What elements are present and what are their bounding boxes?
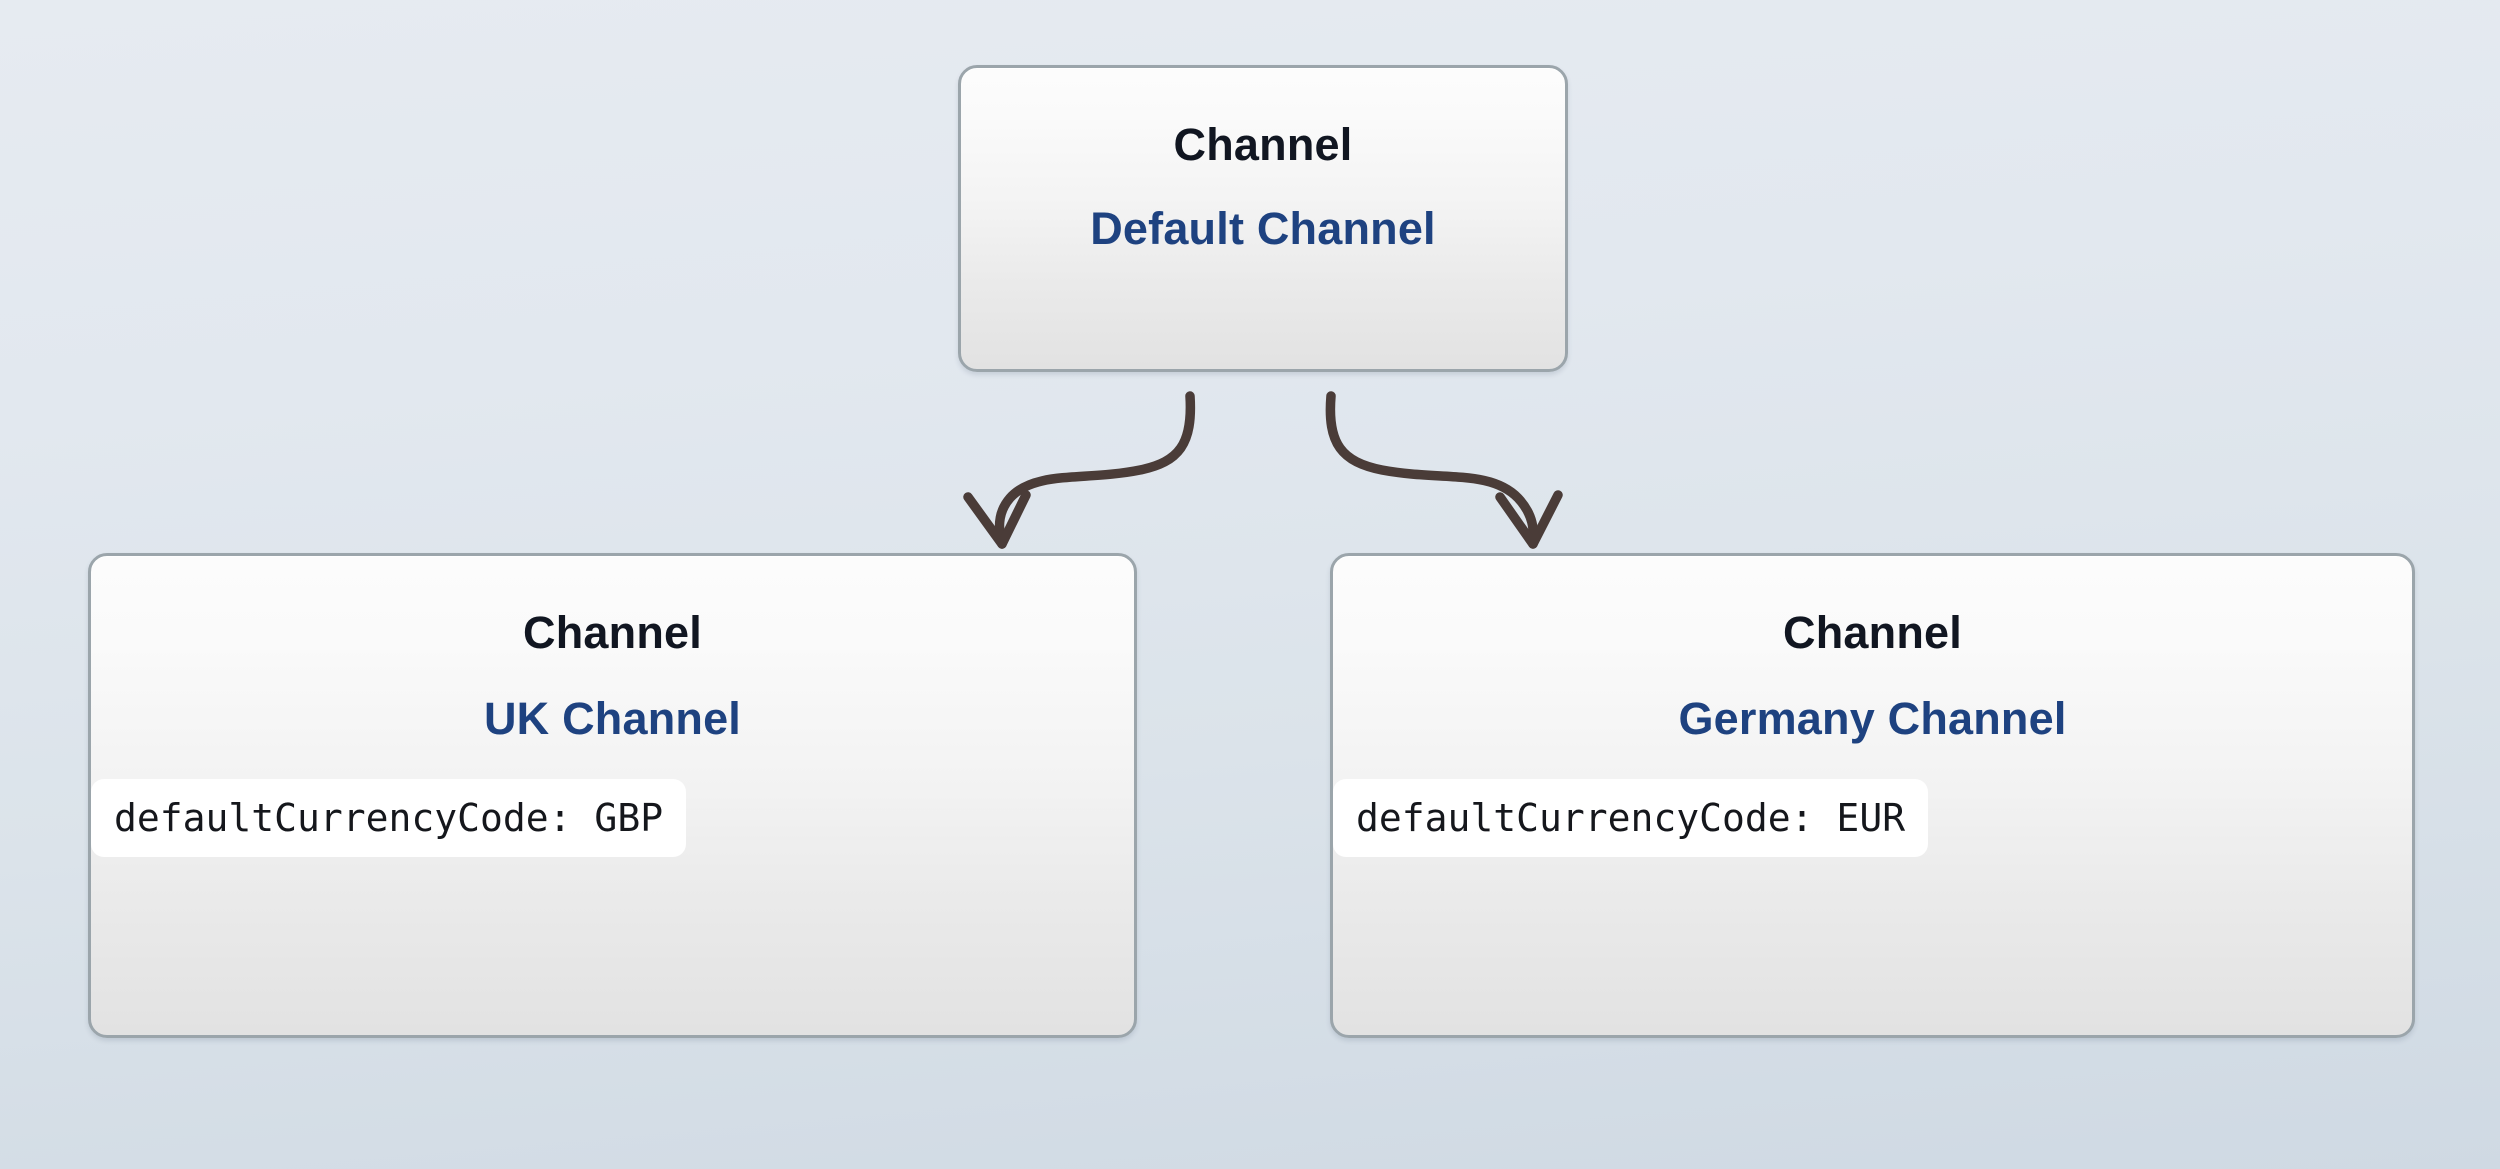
node-type-label: Channel <box>523 607 702 658</box>
node-type-label: Channel <box>1173 119 1353 170</box>
node-uk-channel[interactable]: Channel UK Channel defaultCurrencyCode: … <box>88 553 1137 1038</box>
edge-root-to-uk-arrow <box>963 391 1196 549</box>
node-type-label: Channel <box>1783 607 1962 658</box>
node-properties: defaultCurrencyCode: EUR <box>1263 779 2482 857</box>
property-chip: defaultCurrencyCode: GBP <box>91 779 687 857</box>
node-name-label: Germany Channel <box>1678 693 2067 744</box>
edge-root-to-germany-arrow <box>1325 391 1563 549</box>
node-properties: defaultCurrencyCode: GBP <box>21 779 1204 857</box>
node-name-label: Default Channel <box>1090 203 1436 254</box>
node-germany-channel[interactable]: Channel Germany Channel defaultCurrencyC… <box>1330 553 2415 1038</box>
node-name-label: UK Channel <box>483 693 741 744</box>
node-default-channel[interactable]: Channel Default Channel <box>958 65 1568 372</box>
property-chip: defaultCurrencyCode: EUR <box>1333 779 1929 857</box>
